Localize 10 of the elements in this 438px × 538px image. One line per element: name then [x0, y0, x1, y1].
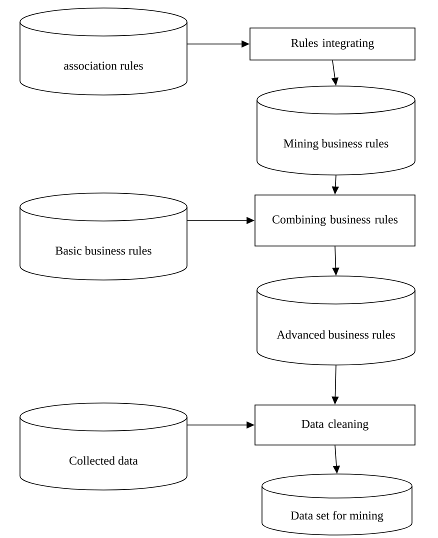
database-cylinder: association rules [20, 8, 188, 96]
database-cylinder: Basic business rules [20, 192, 188, 280]
database-cylinder: Advanced business rules [256, 276, 416, 366]
database-cylinder: Collected data [20, 402, 188, 490]
process-box: Data cleaning [254, 404, 416, 446]
node-label: Data set for mining [290, 510, 384, 522]
process-box: Combining business rules [254, 194, 416, 246]
process-box: Rules integrating [250, 28, 416, 60]
database-cylinder: Mining business rules [256, 86, 416, 176]
database-cylinder: Data set for mining [262, 474, 412, 536]
